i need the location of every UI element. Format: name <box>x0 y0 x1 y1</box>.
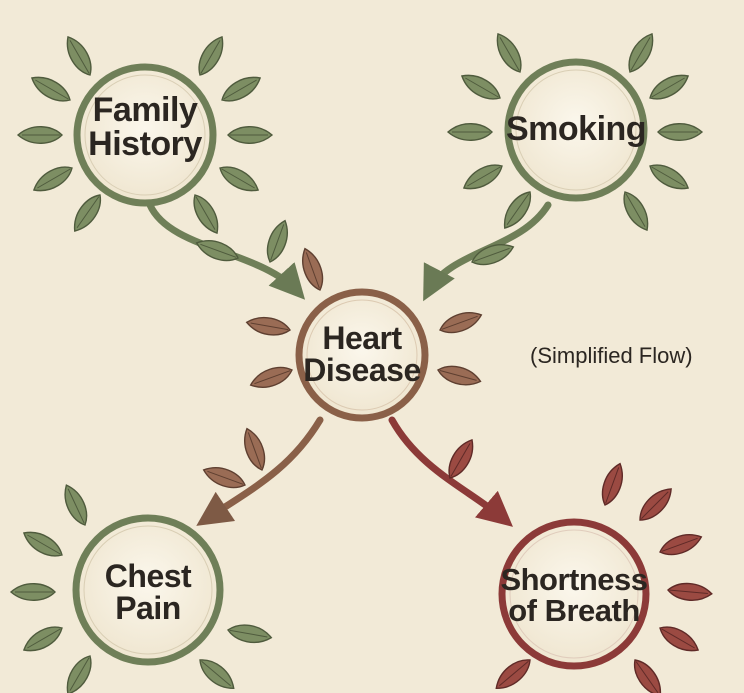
edge-heart-disease-to-chest-pain <box>201 420 320 520</box>
node-family-history-label: Family History <box>85 93 205 161</box>
node-shortness-of-breath-line1: Shortness <box>499 564 649 595</box>
node-chest-pain-line1: Chest <box>88 560 208 592</box>
node-heart-disease-label: Heart Disease <box>302 322 422 386</box>
node-smoking-line1: Smoking <box>506 112 646 146</box>
simplified-flow-note: (Simplified Flow) <box>530 343 693 369</box>
node-heart-disease-line1: Heart <box>302 322 422 354</box>
node-shortness-of-breath-label: Shortness of Breath <box>499 564 649 626</box>
node-shortness-of-breath-line2: of Breath <box>499 595 649 626</box>
node-heart-disease-line2: Disease <box>302 354 422 386</box>
node-chest-pain-line2: Pain <box>88 592 208 624</box>
edge-heart-disease-to-shortness-of-breath <box>392 420 505 520</box>
edge-smoking-to-heart-disease <box>428 205 548 292</box>
node-chest-pain-label: Chest Pain <box>88 560 208 624</box>
node-family-history-line2: History <box>85 127 205 161</box>
edge-family-history-to-heart-disease <box>150 205 298 292</box>
node-family-history-line1: Family <box>85 93 205 127</box>
node-smoking-label: Smoking <box>506 112 646 146</box>
